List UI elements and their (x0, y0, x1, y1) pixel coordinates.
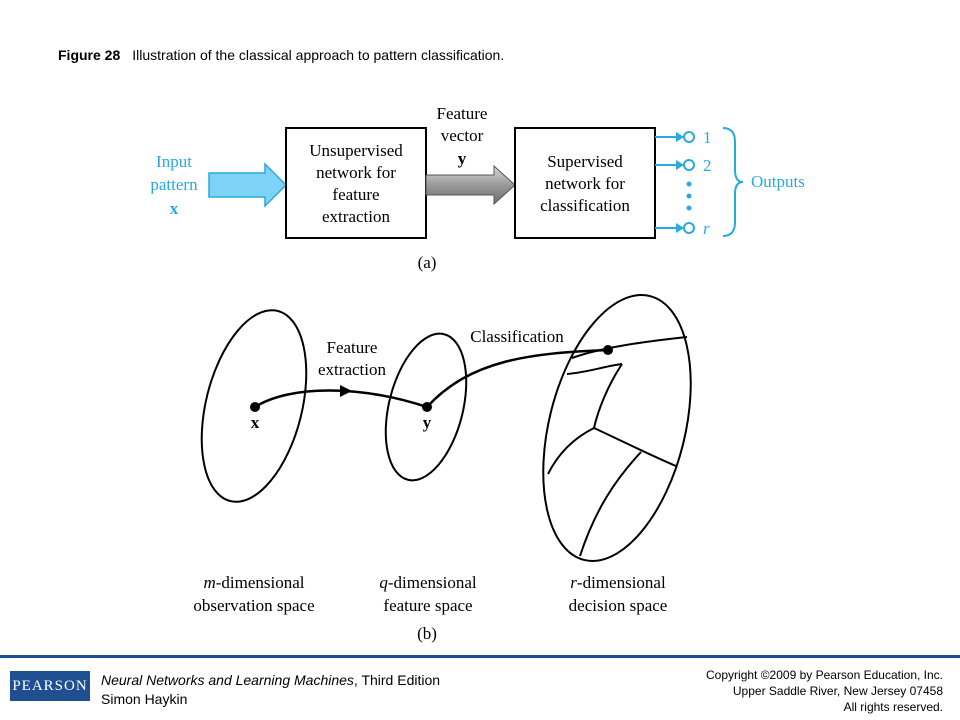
m-dim-rest: -dimensional (216, 573, 305, 592)
output-arrowhead-1 (676, 132, 684, 142)
output-node-r (683, 222, 695, 234)
output-indices: 1 2 r (703, 128, 712, 238)
box1-line2: network for (316, 163, 396, 182)
input-label-line2: pattern (150, 175, 198, 194)
observation-space-ellipse (200, 309, 308, 503)
classification-curve (426, 348, 609, 408)
r-dim-rest: -dimensional (577, 573, 666, 592)
point-y (422, 402, 432, 412)
point-x-label: x (251, 413, 260, 432)
copyright-line-3: All rights reserved. (843, 700, 943, 714)
decision-space-line2: decision space (569, 596, 668, 615)
output-index-2: 2 (703, 156, 712, 175)
space-labels: m-dimensional observation space q-dimens… (193, 573, 667, 615)
classification-label: Classification (470, 327, 564, 346)
book-citation: Neural Networks and Learning Machines, T… (101, 671, 440, 709)
output-arrowhead-2 (676, 160, 684, 170)
output-arrowhead-r (676, 223, 684, 233)
book-title: Neural Networks and Learning Machines (101, 672, 354, 688)
output-arrows (655, 132, 684, 233)
r-dim-italic: r (570, 573, 577, 592)
input-label-x: x (170, 199, 179, 218)
point-x (250, 402, 260, 412)
feature-space-line2: feature space (383, 596, 472, 615)
input-arrow (208, 162, 288, 208)
caption-text: Illustration of the classical approach t… (132, 47, 505, 63)
ellipsis-dot-2 (686, 193, 692, 199)
feature-vector-line2: vector (441, 126, 484, 145)
point-y-label: y (423, 413, 432, 432)
output-ellipsis-dots (686, 181, 692, 211)
box2-line2: network for (545, 174, 625, 193)
decision-space-line1: r-dimensional (570, 573, 666, 592)
feature-extraction-curve (254, 389, 428, 409)
feature-vector-label: Feature vector y (437, 104, 488, 168)
figure-number: Figure 28 (58, 47, 121, 63)
pearson-logo: PEARSON (10, 671, 90, 701)
book-title-line: Neural Networks and Learning Machines, T… (101, 671, 440, 690)
feature-space-line1: q-dimensional (379, 573, 477, 592)
unsupervised-network-box (285, 127, 427, 239)
observation-space-line2: observation space (193, 596, 314, 615)
outputs-brace (722, 127, 744, 237)
box1-line1: Unsupervised (309, 141, 403, 160)
sublabel-b: (b) (417, 624, 437, 643)
box2-line1: Supervised (547, 152, 623, 171)
figure-caption: Figure 28 Illustration of the classical a… (58, 47, 504, 63)
feature-extraction-arrowhead (340, 385, 352, 397)
observation-space-line1: m-dimensional (203, 573, 304, 592)
book-author: Simon Haykin (101, 691, 188, 707)
feature-vector-arrow (425, 164, 516, 206)
feature-extraction-line1: Feature (327, 338, 378, 357)
boundary-3 (593, 363, 623, 429)
copyright-line-1: Copyright ©2009 by Pearson Education, In… (706, 668, 943, 682)
boundary-4 (547, 427, 595, 475)
supervised-network-box (514, 127, 656, 239)
input-label-line1: Input (156, 152, 192, 171)
feature-vector-line1: Feature (437, 104, 488, 123)
boundary-5 (593, 427, 677, 467)
decision-space-ellipse (542, 294, 692, 562)
boundary-1 (571, 336, 688, 359)
output-index-r: r (703, 219, 710, 238)
boundary-2 (566, 363, 623, 375)
outputs-label: Outputs (751, 172, 805, 191)
output-index-1: 1 (703, 128, 712, 147)
box1-line3: feature (332, 185, 379, 204)
copyright-line-2: Upper Saddle River, New Jersey 07458 (732, 684, 943, 698)
footer-divider (0, 655, 960, 658)
sublabel-a: (a) (418, 253, 437, 272)
copyright-notice: Copyright ©2009 by Pearson Education, In… (706, 667, 943, 715)
decision-point (603, 345, 613, 355)
boundary-6 (579, 451, 642, 557)
q-dim-rest: -dimensional (388, 573, 477, 592)
box1-line4: extraction (322, 207, 390, 226)
decision-region-boundaries (547, 336, 688, 557)
ellipsis-dot-3 (686, 205, 692, 211)
output-node-2 (683, 159, 695, 171)
q-dim-italic: q (379, 573, 388, 592)
output-nodes (683, 131, 695, 234)
m-dim-italic: m (203, 573, 215, 592)
input-pattern-label: Input pattern x (150, 152, 198, 218)
book-edition: , Third Edition (353, 672, 441, 688)
unsupervised-network-label: Unsupervised network for feature extract… (309, 141, 403, 226)
output-node-1 (683, 131, 695, 143)
feature-extraction-label: Feature extraction (318, 338, 386, 379)
classification-diagram: Input pattern x Unsupervised network for… (150, 104, 805, 643)
feature-extraction-line2: extraction (318, 360, 386, 379)
box2-line3: classification (540, 196, 630, 215)
ellipsis-dot-1 (686, 181, 692, 187)
supervised-network-label: Supervised network for classification (540, 152, 630, 215)
feature-vector-y: y (458, 149, 467, 168)
